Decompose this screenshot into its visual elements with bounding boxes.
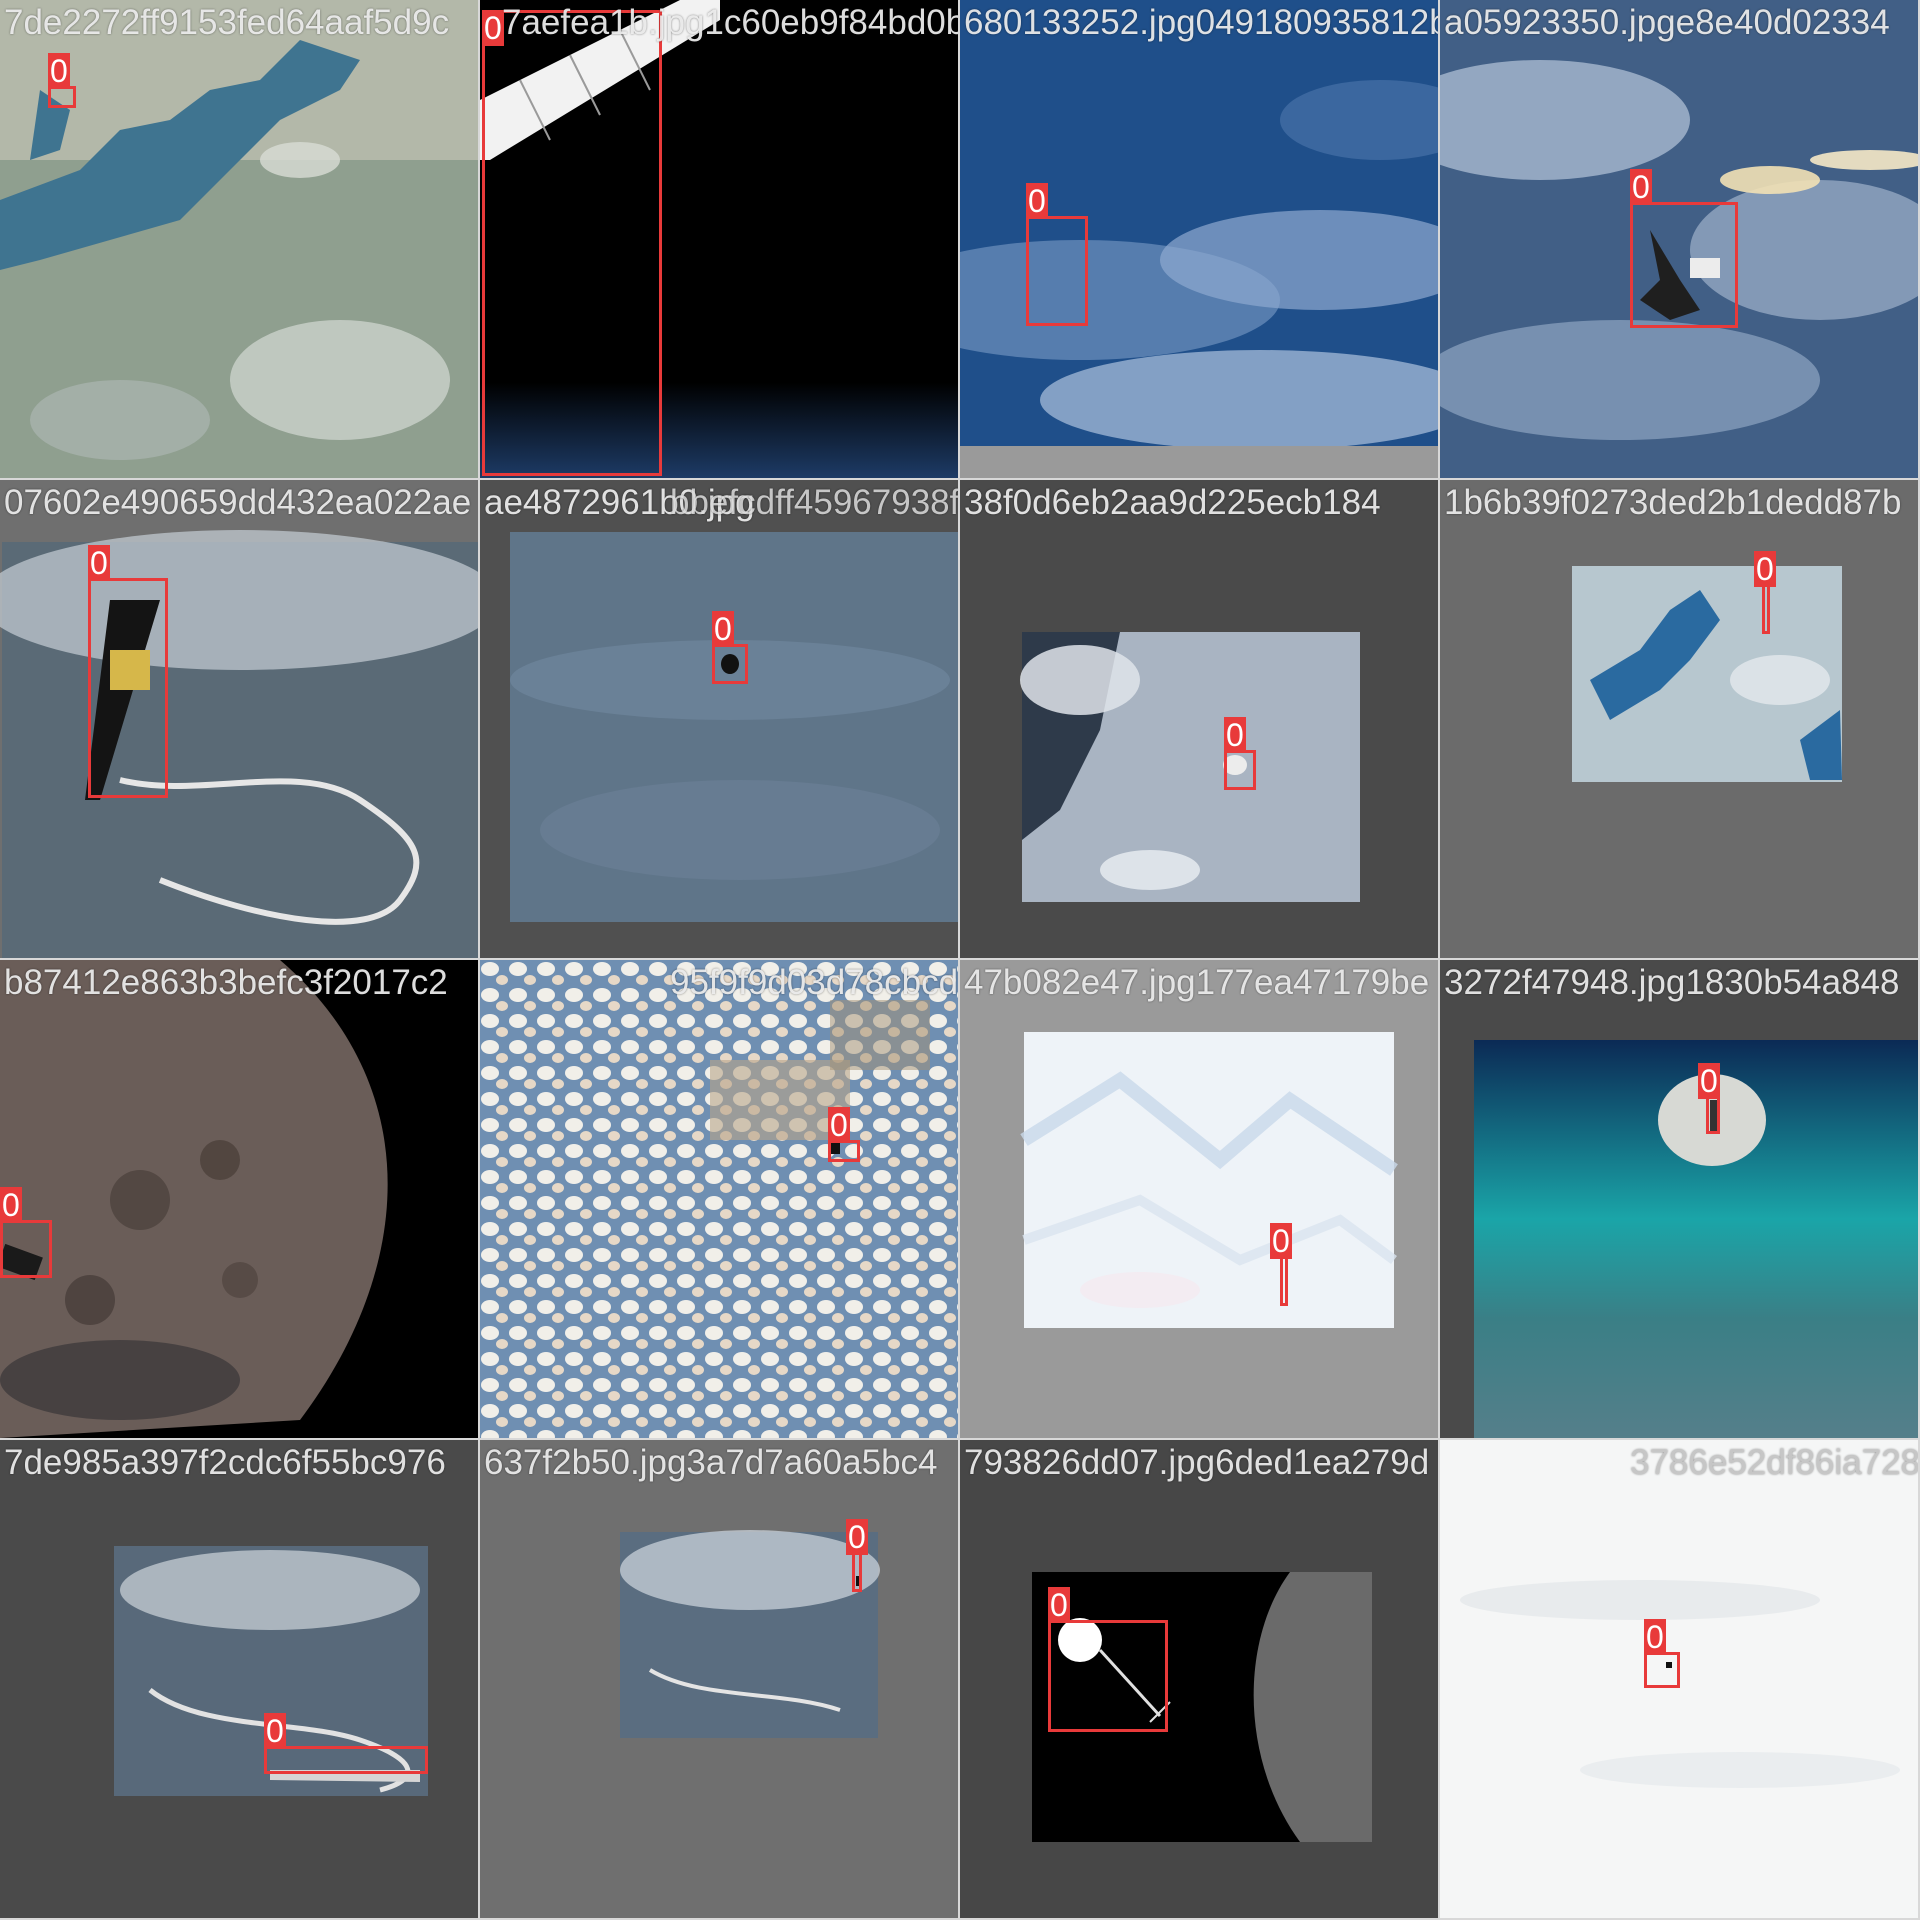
bbox	[1644, 1652, 1680, 1688]
bbox	[48, 86, 76, 108]
bbox	[482, 10, 662, 476]
class-tag: 0	[1698, 1063, 1720, 1099]
class-tag: 0	[1644, 1619, 1666, 1655]
bright-terrain-photo	[960, 960, 1438, 1438]
class-tag: 0	[482, 10, 504, 46]
bbox	[1280, 1256, 1288, 1306]
tile-15: 793826dd07.jpg6ded1ea279d 0	[960, 1440, 1438, 1918]
class-tag: 0	[712, 611, 734, 647]
tile-14: 637f2b50.jpg3a7d7a60a5bc4 0	[480, 1440, 958, 1918]
hazy-sky-photo	[480, 480, 958, 958]
tile-6: ae4872961b0.jpg bbefcdff45967938f0d6eb2a…	[480, 480, 958, 958]
tile-9: b87412e863b3befc3f2017c2 0	[0, 960, 478, 1438]
bbox	[1026, 216, 1088, 326]
bbox	[88, 578, 168, 798]
satellite-river-photo	[0, 480, 478, 958]
bbox	[828, 1140, 860, 1162]
cloud-object-photo	[960, 480, 1438, 958]
river-panel-photo	[0, 1440, 478, 1918]
class-tag: 0	[48, 53, 70, 89]
class-tag: 0	[846, 1519, 868, 1555]
class-tag: 0	[1224, 717, 1246, 753]
tile-13: 7de985a397f2cdc6f55bc976 0	[0, 1440, 478, 1918]
bbox	[712, 644, 748, 684]
tile-5: 07602e490659dd432ea022ae 0	[0, 480, 478, 958]
moon-horizon-photo	[1440, 960, 1918, 1438]
bbox	[1224, 750, 1256, 790]
bbox	[264, 1746, 428, 1774]
spacecraft-black-photo	[960, 1440, 1438, 1918]
class-tag: 0	[1630, 169, 1652, 205]
class-tag: 0	[1048, 1587, 1070, 1623]
moon-craters-photo	[0, 960, 478, 1438]
tile-16: 3786e52df86ia728f3a250a 0	[1440, 1440, 1918, 1918]
bbox	[1630, 202, 1738, 328]
class-tag: 0	[0, 1187, 22, 1223]
tile-10: 95f9f9d03d78cbcd6bb6d6 0	[480, 960, 958, 1438]
bbox	[1706, 1096, 1720, 1134]
tile-11: 47b082e47.jpg177ea47179be 0	[960, 960, 1438, 1438]
class-tag: 0	[1026, 183, 1048, 219]
class-tag: 0	[828, 1107, 850, 1143]
aerial-lake-photo	[0, 0, 478, 478]
class-tag: 0	[88, 545, 110, 581]
bbox	[1762, 584, 1770, 634]
tile-4: a05923350.jpge8e40d02334 0	[1440, 0, 1918, 478]
bbox	[1048, 1620, 1168, 1732]
tile-3: 680133252.jpg049180935812ba 0	[960, 0, 1438, 478]
class-tag: 0	[1754, 551, 1776, 587]
cloud-field-photo	[480, 960, 958, 1438]
river-aerial-photo	[480, 1440, 958, 1918]
tile-8: 1b6b39f0273ded2b1dedd87b 0	[1440, 480, 1918, 958]
class-tag: 0	[264, 1713, 286, 1749]
spacecraft-cloud-photo	[1440, 0, 1918, 478]
bbox	[852, 1552, 862, 1592]
tile-12: 3272f47948.jpg1830b54a848 0	[1440, 960, 1918, 1438]
blue-cloud-photo	[960, 0, 1438, 478]
small-reservoir-photo	[1440, 480, 1918, 958]
class-tag: 0	[1270, 1223, 1292, 1259]
tile-2: 7aefea1b.jpg1c60eb9f84bd0b680133252.jpg …	[480, 0, 958, 478]
bbox	[0, 1220, 52, 1278]
tile-7: 38f0d6eb2aa9d225ecb184 0	[960, 480, 1438, 958]
tile-1: 7de2272ff9153fed64aaf5d9c 0	[0, 0, 478, 478]
